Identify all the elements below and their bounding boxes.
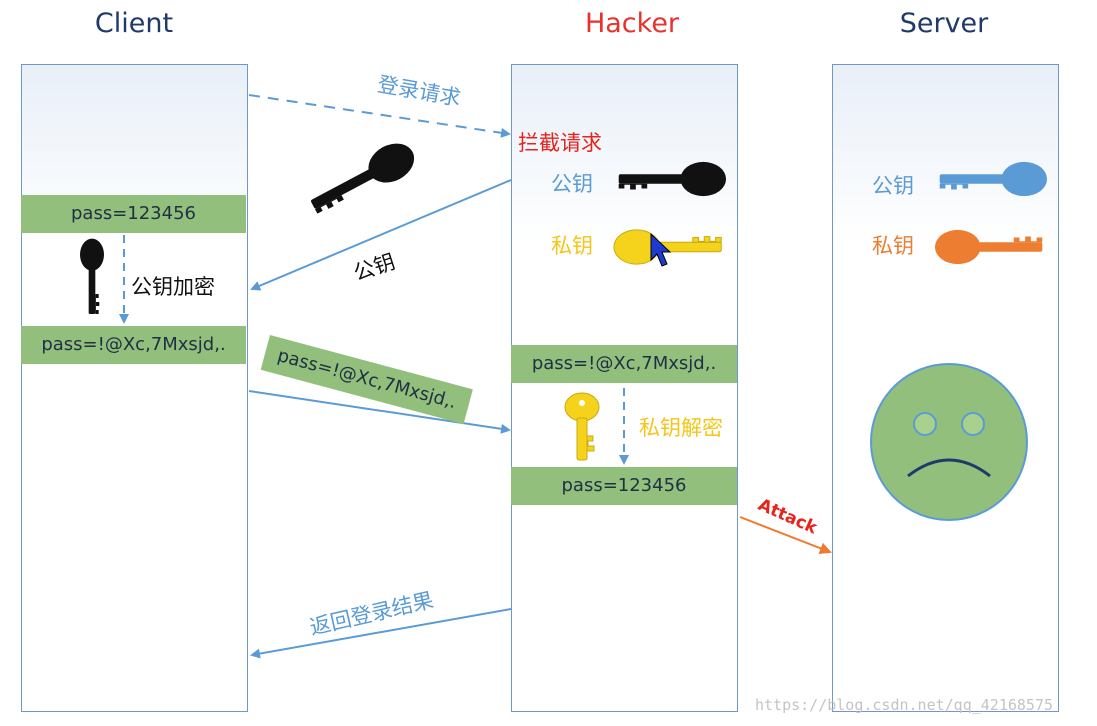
hacker-public-key-label: 公钥	[551, 172, 593, 196]
mouse-cursor-icon	[650, 232, 672, 267]
cipher-transfer-arrow	[248, 390, 511, 434]
server-public-key-icon	[939, 161, 1048, 197]
hacker-title: Hacker	[584, 8, 680, 39]
client-pass-cipher: pass=!@Xc,7Mxsjd,.	[21, 326, 246, 364]
hacker-pass-plain: pass=123456	[511, 467, 737, 505]
watermark: https://blog.csdn.net/qq_42168575	[755, 696, 1054, 714]
server-public-key-label: 公钥	[872, 174, 914, 198]
intercept-label: 拦截请求	[518, 131, 602, 155]
sent-public-key-icon	[304, 135, 421, 221]
public-key-arrow	[250, 179, 512, 291]
login-request-arrow	[248, 94, 511, 138]
server-private-key-label: 私钥	[872, 234, 914, 258]
hacker-decrypt-key-icon	[564, 392, 600, 461]
client-title: Client	[94, 8, 174, 39]
encrypt-label: 公钥加密	[131, 275, 215, 299]
server-title: Server	[899, 8, 989, 39]
client-public-key-icon	[80, 238, 104, 314]
hacker-private-key-label: 私钥	[551, 234, 593, 258]
hacker-pass-cipher: pass=!@Xc,7Mxsjd,.	[511, 345, 737, 383]
client-pass-plain: pass=123456	[21, 195, 246, 233]
client-panel	[21, 64, 248, 712]
sad-face-icon	[870, 363, 1028, 521]
attack-arrow	[739, 516, 832, 554]
hacker-private-key-icon	[613, 229, 722, 265]
hacker-public-key-icon	[618, 161, 727, 197]
server-private-key-icon	[934, 229, 1043, 265]
return-result-arrow	[250, 608, 512, 659]
decrypt-label: 私钥解密	[639, 416, 723, 440]
